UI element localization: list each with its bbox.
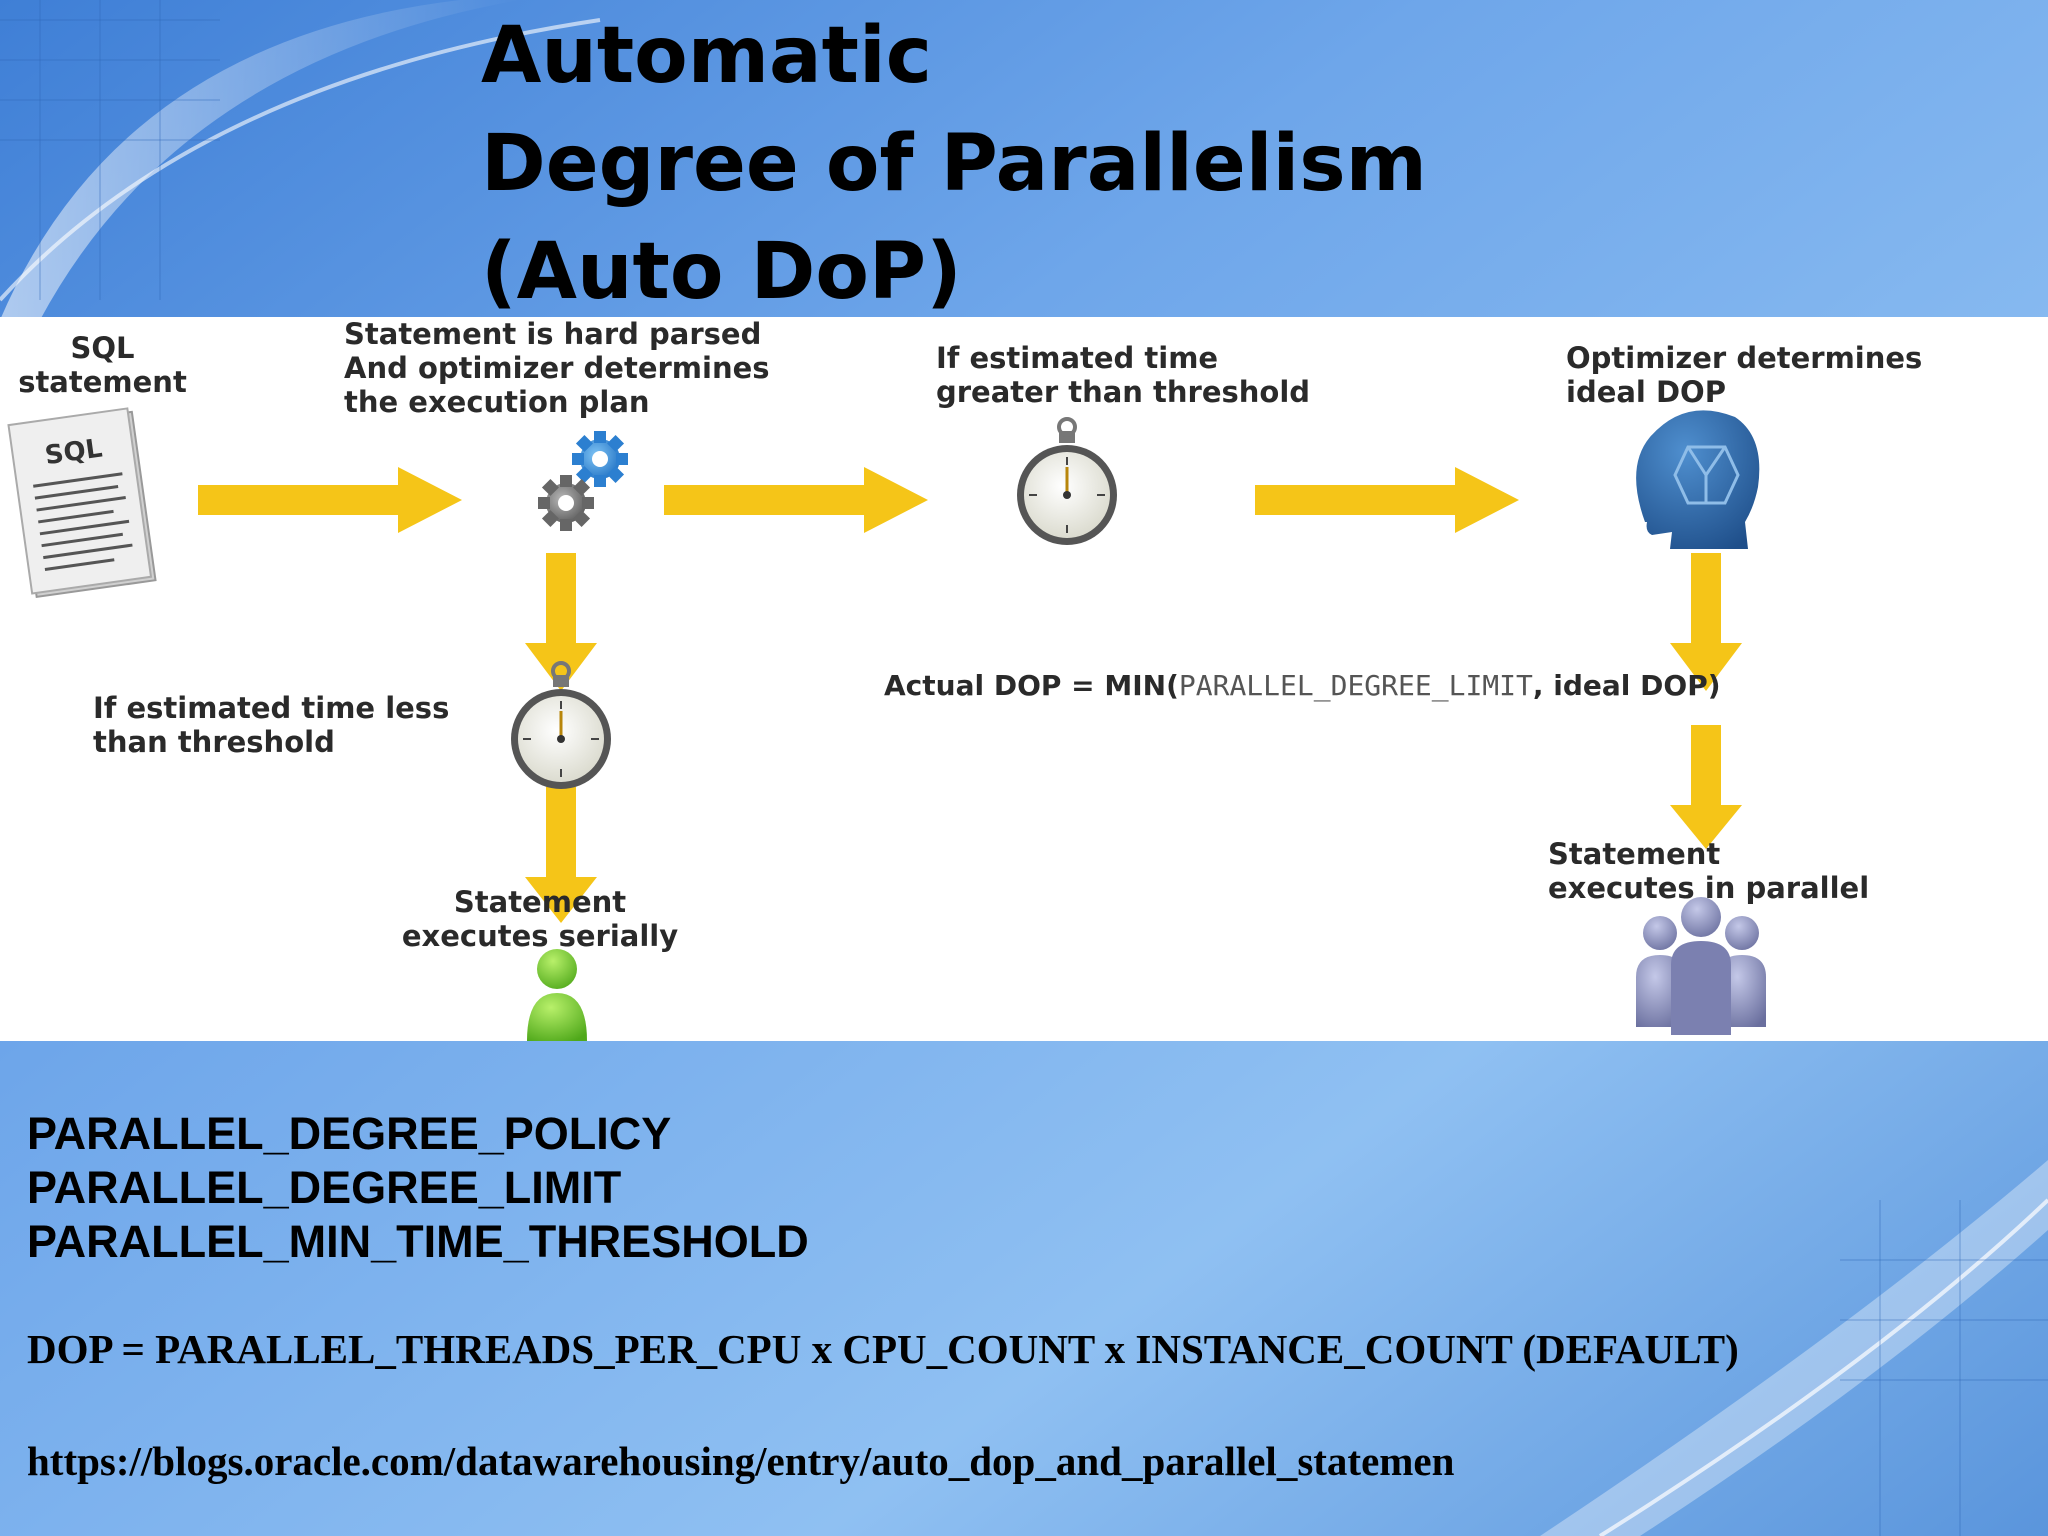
actual-dop-prefix: Actual DOP = MIN(: [884, 669, 1179, 702]
arrow-down-1: [525, 553, 597, 691]
label-line: Statement is hard parsed: [344, 317, 762, 351]
label-line: If estimated time: [936, 341, 1219, 375]
dop-formula: DOP = PARALLEL_THREADS_PER_CPU x CPU_COU…: [27, 1326, 1739, 1372]
arrow-right-2: [664, 467, 928, 533]
flow-diagram: SQL: [0, 317, 2048, 1041]
arrow-down-2: [525, 787, 597, 923]
diagram-graphics: SQL: [7, 407, 1766, 1041]
title-line-1: Automatic: [481, 11, 932, 101]
parameter-item: PARALLEL_MIN_TIME_THRESHOLD: [27, 1216, 809, 1267]
label-greater-threshold: If estimated time greater than threshold: [936, 341, 1310, 409]
arrow-down-4: [1670, 725, 1742, 849]
label-line: than threshold: [93, 725, 335, 759]
label-line: SQL: [70, 331, 135, 365]
parameter-list: PARALLEL_DEGREE_POLICY PARALLEL_DEGREE_L…: [27, 1107, 809, 1269]
person-icon: [527, 949, 587, 1041]
actual-dop-suffix: , ideal DOP): [1532, 669, 1721, 702]
title-line-3: (Auto DoP): [481, 227, 962, 317]
label-line: Statement: [453, 885, 627, 919]
label-less-threshold: If estimated time less than threshold: [93, 691, 449, 759]
label-line: executes in parallel: [1548, 871, 1870, 905]
arrow-right-1: [198, 467, 462, 533]
slide-title: Automatic Degree of Parallelism (Auto Do…: [481, 2, 1581, 326]
gears-icon: [538, 431, 628, 531]
arrow-down-3: [1670, 553, 1742, 691]
label-line: ideal DOP: [1566, 375, 1726, 409]
label-line: Statement: [1548, 837, 1721, 871]
label-line: Optimizer determines: [1566, 341, 1923, 375]
label-line: executes serially: [401, 919, 679, 953]
label-line: And optimizer determines: [344, 351, 770, 385]
label-sql-statement: SQL statement: [0, 331, 205, 399]
stopwatch-icon: [1017, 417, 1117, 545]
stopwatch-icon: [511, 661, 611, 789]
label-optimizer-ideal: Optimizer determines ideal DOP: [1566, 341, 1922, 409]
parameter-item: PARALLEL_DEGREE_LIMIT: [27, 1162, 622, 1213]
title-line-2: Degree of Parallelism: [481, 119, 1427, 209]
actual-dop-param: PARALLEL_DEGREE_LIMIT: [1178, 669, 1533, 702]
label-actual-dop: Actual DOP = MIN(PARALLEL_DEGREE_LIMIT, …: [884, 669, 1721, 703]
people-icon: [1636, 897, 1766, 1035]
sql-document-icon: SQL: [7, 407, 157, 599]
label-executes-serially: Statement executes serially: [340, 885, 740, 953]
label-line: the execution plan: [344, 385, 650, 419]
arrow-right-3: [1255, 467, 1519, 533]
parameter-item: PARALLEL_DEGREE_POLICY: [27, 1108, 672, 1159]
head-icon: [1636, 410, 1760, 549]
label-hard-parsed: Statement is hard parsed And optimizer d…: [344, 317, 770, 419]
reference-url[interactable]: https://blogs.oracle.com/datawarehousing…: [27, 1438, 1455, 1484]
label-line: If estimated time less: [93, 691, 450, 725]
label-line: statement: [18, 365, 187, 399]
label-executes-parallel: Statement executes in parallel: [1548, 837, 1869, 905]
label-line: greater than threshold: [936, 375, 1311, 409]
